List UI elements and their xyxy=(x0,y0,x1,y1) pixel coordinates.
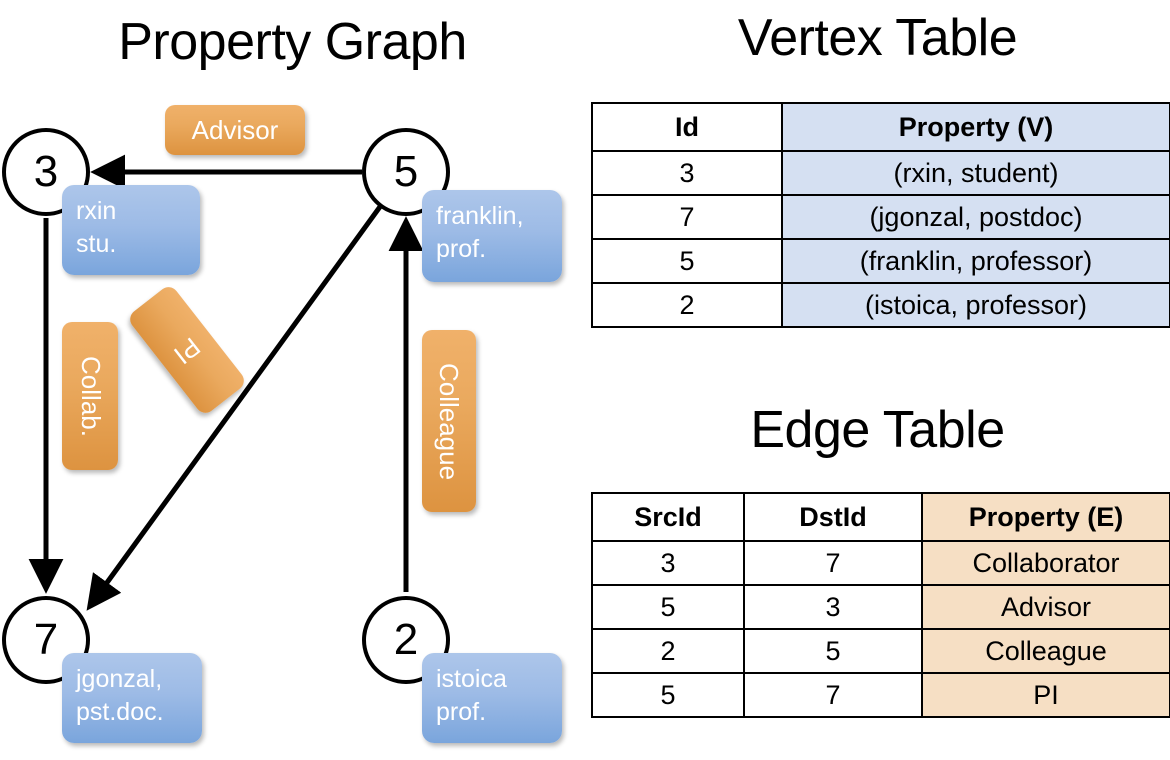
vertex-property-line-1: jgonzal, xyxy=(76,665,163,693)
vertex-property-box-franklin: franklin, prof. xyxy=(422,190,562,282)
vertex-cell-property: (franklin, professor) xyxy=(781,238,1170,284)
vertex-cell-property: (istoica, professor) xyxy=(781,282,1170,328)
vertex-property-line-2: stu. xyxy=(76,230,117,258)
vertex-table-header-id: Id xyxy=(591,102,783,152)
edge-cell-dstid: 5 xyxy=(743,628,923,674)
edge-5-to-7 xyxy=(86,202,385,611)
edge-label-text-pi: PI xyxy=(168,331,207,370)
vertex-property-line-2: prof. xyxy=(436,235,487,263)
vertex-table-header-row: Id Property (V) xyxy=(591,102,1170,152)
table-row: 5 7 PI xyxy=(591,672,1170,718)
edge-label-box-advisor: Advisor xyxy=(165,105,305,155)
table-row: 3 7 Collaborator xyxy=(591,540,1170,586)
graph-node-5[interactable]: 5 xyxy=(362,128,450,216)
vertex-cell-id: 2 xyxy=(591,282,783,328)
edge-label-box-collab: Collab. xyxy=(62,322,118,470)
table-row: 2 5 Colleague xyxy=(591,628,1170,674)
edge-table-header-srcid: SrcId xyxy=(591,492,745,542)
table-row: 3 (rxin, student) xyxy=(591,150,1170,196)
edge-cell-srcid: 5 xyxy=(591,672,745,718)
node-label-2: 2 xyxy=(393,615,419,664)
edge-label-text-advisor: Advisor xyxy=(191,114,279,145)
vertex-property-line-1: franklin, xyxy=(436,202,524,230)
edge-cell-dstid: 7 xyxy=(743,672,923,718)
edge-cell-srcid: 3 xyxy=(591,540,745,586)
graph-edges-svg xyxy=(28,154,424,611)
edge-cell-property: Collaborator xyxy=(921,540,1170,586)
table-row: 5 3 Advisor xyxy=(591,584,1170,630)
vertex-cell-property: (jgonzal, postdoc) xyxy=(781,194,1170,240)
edge-table-header-row: SrcId DstId Property (E) xyxy=(591,492,1170,542)
property-graph-diagram: 3 5 7 2 rxin stu. franklin, prof. jgonza… xyxy=(2,105,562,743)
vertex-cell-id: 5 xyxy=(591,238,783,284)
edge-label-box-colleague: Colleague xyxy=(422,330,476,512)
vertex-property-line-2: prof. xyxy=(436,698,487,726)
vertex-property-line-1: rxin xyxy=(76,197,117,225)
vertex-cell-id: 3 xyxy=(591,150,783,196)
table-row: 2 (istoica, professor) xyxy=(591,282,1170,328)
edge-cell-dstid: 3 xyxy=(743,584,923,630)
edge-table-header-property: Property (E) xyxy=(921,492,1170,542)
vertex-cell-property: (rxin, student) xyxy=(781,150,1170,196)
edge-cell-srcid: 2 xyxy=(591,628,745,674)
page-title-edge-table: Edge Table xyxy=(750,401,1005,459)
vertex-property-line-1: istoica xyxy=(436,665,507,693)
page-title-vertex-table: Vertex Table xyxy=(737,9,1018,67)
edge-table: SrcId DstId Property (E) 3 7 Collaborato… xyxy=(591,492,1170,718)
edge-cell-property: Colleague xyxy=(921,628,1170,674)
vertex-property-box-jgonzal: jgonzal, pst.doc. xyxy=(62,653,202,743)
vertex-table: Id Property (V) 3 (rxin, student) 7 (jgo… xyxy=(591,102,1170,328)
vertex-property-box-istoica: istoica prof. xyxy=(422,653,562,743)
node-label-5: 5 xyxy=(393,147,419,196)
edge-cell-srcid: 5 xyxy=(591,584,745,630)
vertex-property-box-rxin: rxin stu. xyxy=(62,185,200,275)
vertex-table-header-property: Property (V) xyxy=(781,102,1170,152)
edge-cell-dstid: 7 xyxy=(743,540,923,586)
node-label-7: 7 xyxy=(33,615,59,664)
graph-node-2[interactable]: 2 xyxy=(362,596,450,684)
edge-label-text-collab: Collab. xyxy=(75,355,106,437)
table-row: 5 (franklin, professor) xyxy=(591,238,1170,284)
edge-cell-property: Advisor xyxy=(921,584,1170,630)
edge-label-text-colleague: Colleague xyxy=(434,362,465,480)
vertex-cell-id: 7 xyxy=(591,194,783,240)
edge-table-header-dstid: DstId xyxy=(743,492,923,542)
page-title-property-graph: Property Graph xyxy=(118,13,467,71)
node-label-3: 3 xyxy=(33,147,59,196)
edge-cell-property: PI xyxy=(921,672,1170,718)
table-row: 7 (jgonzal, postdoc) xyxy=(591,194,1170,240)
vertex-property-line-2: pst.doc. xyxy=(76,698,164,726)
